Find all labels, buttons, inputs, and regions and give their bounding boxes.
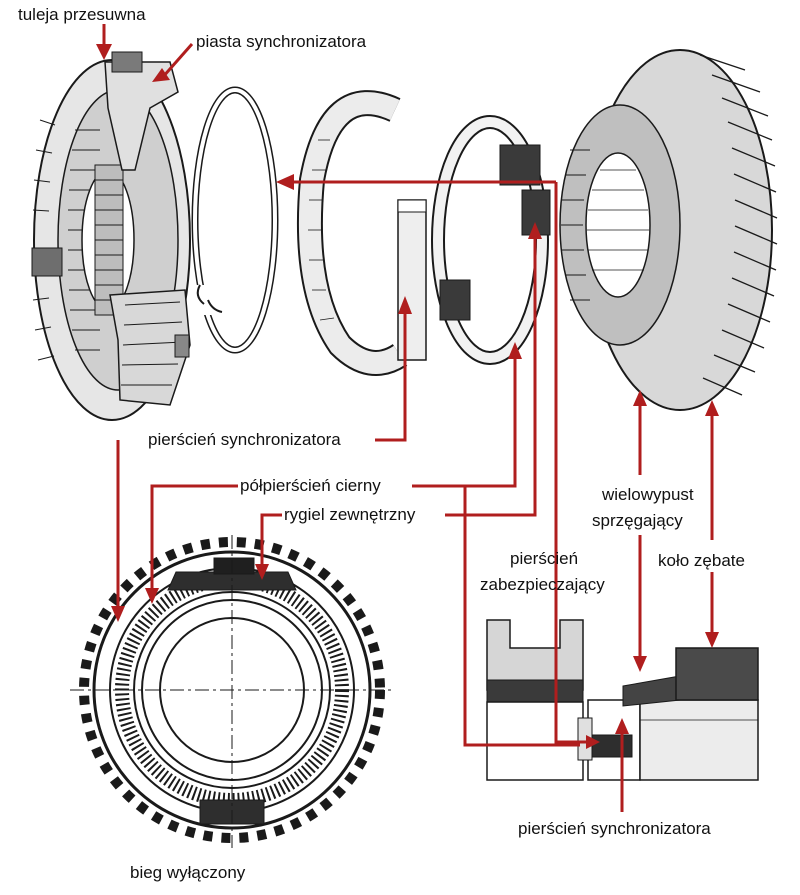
leader-lines [96,24,719,812]
label-coupling-spline-2: sprzęgający [592,511,683,530]
sliding-sleeve-hub-drawing [31,51,191,421]
label-outer-pawl: rygiel zewnętrzny [284,505,416,524]
friction-ring-with-pawls-drawing [431,115,551,365]
gear-wheel-drawing [559,49,778,411]
synchronizer-ring-drawing [191,86,279,354]
axial-section-drawing [486,619,759,781]
caption-gear-neutral: bieg wyłączony [130,863,246,882]
label-synchronizer-ring-bottom: pierścień synchronizatora [518,819,711,838]
label-synchronizer-hub: piasta synchronizatora [196,32,367,51]
label-circlip-1: pierścień [510,549,578,568]
friction-half-ring-drawing [296,90,427,376]
label-friction-half-ring: półpierścień cierny [240,476,381,495]
label-synchronizer-ring: pierścień synchronizatora [148,430,341,449]
label-gear-wheel: koło zębate [658,551,745,570]
label-sliding-sleeve: tuleja przesuwna [18,5,146,24]
label-circlip-2: zabezpieczający [480,575,605,594]
cross-section-neutral-drawing [70,535,392,848]
label-coupling-spline-1: wielowypust [601,485,694,504]
